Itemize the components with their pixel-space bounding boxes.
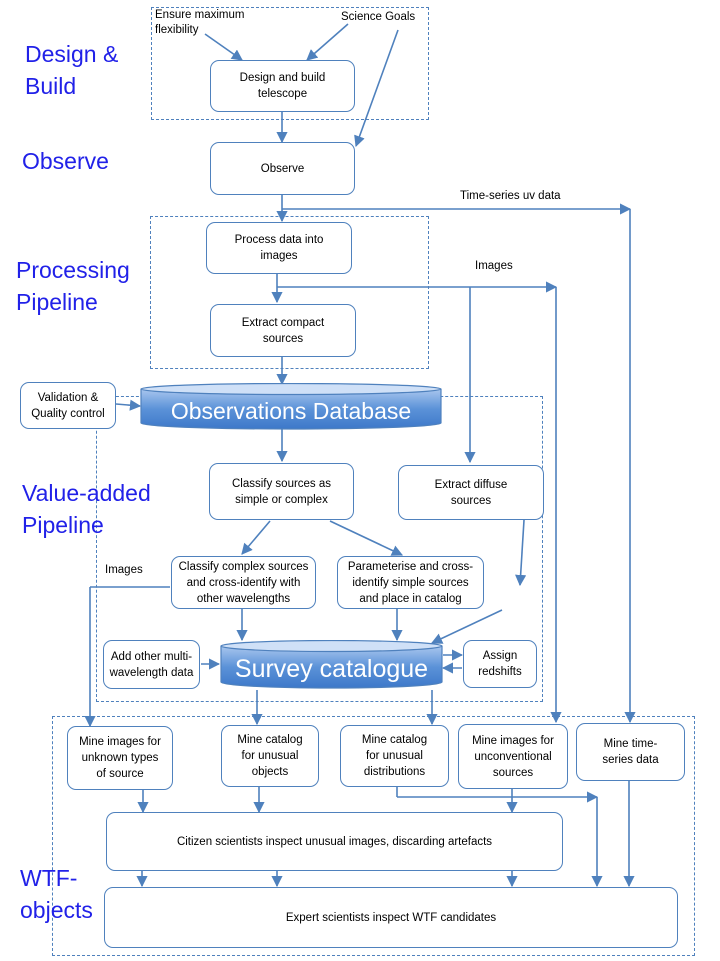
processing-region <box>150 216 429 369</box>
arrow-classify-to-simple <box>329 520 404 556</box>
survey-catalogue-label: Survey catalogue <box>234 654 429 683</box>
box-mine-images-unknown: Mine images for unknown types of source <box>67 726 173 790</box>
input-science-goals: Science Goals <box>341 11 416 23</box>
input-flexibility: Ensure maximum flexibility <box>155 9 245 36</box>
stage-processing-pipeline: Processing Pipeline <box>16 257 130 315</box>
arrow-science-to-observe <box>354 29 399 148</box>
box-citizen: Citizen scientists inspect unusual image… <box>106 812 563 871</box>
box-expert: Expert scientists inspect WTF candidates <box>104 887 678 948</box>
observations-database-label: Observations Database <box>170 397 412 424</box>
stage-design-build: Design & Build <box>25 41 119 99</box>
arrow-diffuse-down <box>515 519 527 587</box>
stage-wtf-objects: WTF- objects <box>20 865 93 923</box>
stage-value-added-pipeline: Value-added Pipeline <box>22 480 151 538</box>
box-mine-images-unconventional: Mine images for unconventional sources <box>458 724 568 789</box>
arrow-classify-to-complex <box>241 520 271 555</box>
box-assign-redshifts: Assign redshifts <box>463 640 537 688</box>
arrow-validation-to-db <box>115 399 142 411</box>
design-region <box>151 7 429 120</box>
arrow-science-to-design <box>306 23 349 61</box>
box-design-build: Design and build telescope <box>210 60 355 112</box>
box-observe: Observe <box>210 142 355 195</box>
survey-catalogue-database <box>220 640 443 689</box>
box-mine-catalog-distributions: Mine catalog for unusual distributions <box>340 725 449 787</box>
stage-observe: Observe <box>22 148 109 174</box>
box-parameterise: Parameterise and cross- identify simple … <box>337 556 484 609</box>
box-classify-complex: Classify complex sources and cross-ident… <box>171 556 316 609</box>
arrow-diffuse-to-survey <box>430 609 503 644</box>
wtf-region <box>52 716 695 956</box>
arrow-flexibility-to-design <box>204 33 243 61</box>
label-images-left: Images <box>105 564 143 576</box>
label-time-series-uv: Time-series uv data <box>460 190 561 202</box>
box-mine-catalog-objects: Mine catalog for unusual objects <box>221 725 319 787</box>
box-validation: Validation & Quality control <box>20 382 116 429</box>
box-extract-compact: Extract compact sources <box>210 304 356 357</box>
box-classify: Classify sources as simple or complex <box>209 463 354 520</box>
box-process: Process data into images <box>206 222 352 274</box>
box-mine-time-series: Mine time- series data <box>576 723 685 781</box>
label-images-top: Images <box>475 260 513 272</box>
observations-database <box>140 383 442 430</box>
box-add-multi: Add other multi- wavelength data <box>103 640 200 689</box>
box-extract-diffuse: Extract diffuse sources <box>398 465 544 520</box>
